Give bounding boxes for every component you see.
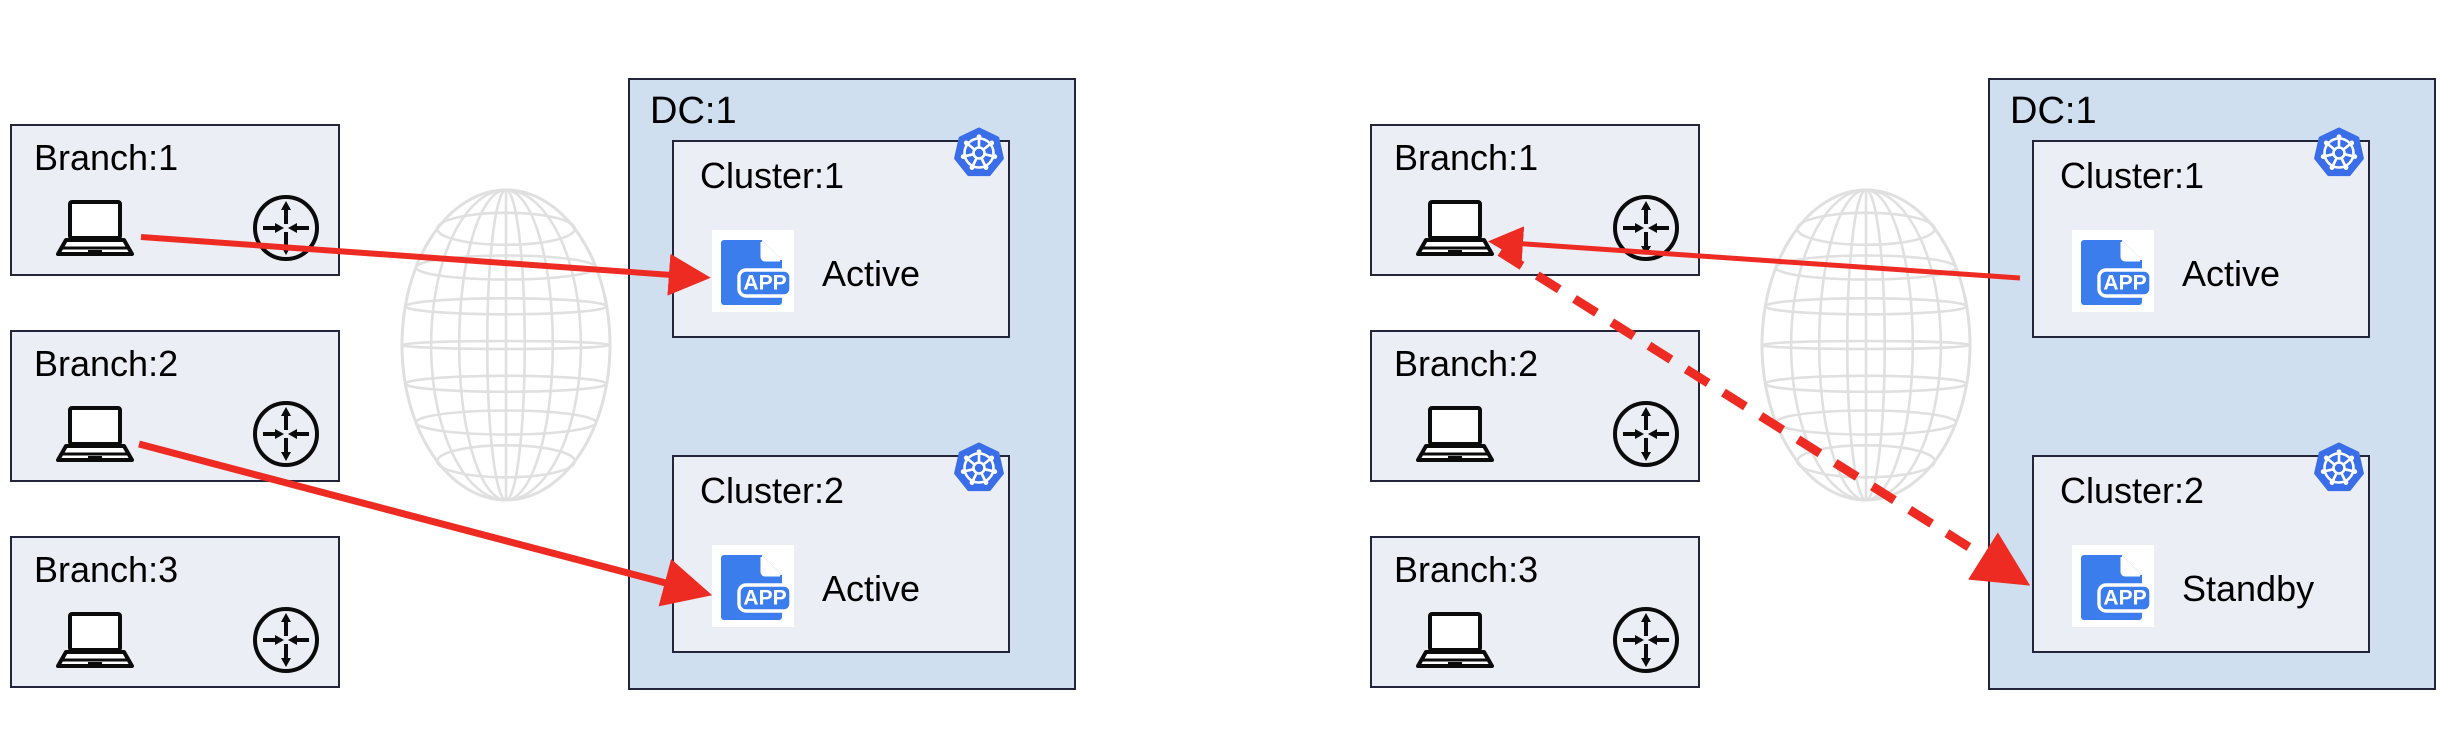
cluster-status-label: Active [822,568,921,609]
cluster-label: Cluster:1 [700,155,845,196]
app-icon: APP [2072,230,2154,312]
branch-label: Branch:2 [1394,343,1539,384]
router-icon [250,604,322,676]
kubernetes-icon [2314,442,2364,493]
app-icon: APP [712,230,794,312]
branch-label: Branch:3 [34,549,179,590]
branch-box[interactable]: Branch:3 [10,536,340,688]
cluster-status-label: Active [822,253,921,294]
cluster-status-label: Standby [2182,568,2315,609]
laptop-icon [56,198,134,260]
branch-box[interactable]: Branch:2 [10,330,340,482]
laptop-icon [1416,610,1494,672]
router-icon [250,192,322,264]
laptop-icon [1416,198,1494,260]
router-icon [1610,192,1682,264]
branch-box[interactable]: Branch:1 [1370,124,1700,276]
router-icon [1610,398,1682,470]
laptop-icon [56,610,134,672]
svg-text:APP: APP [2103,587,2146,610]
app-icon: APP [712,545,794,627]
globe-icon [398,186,614,504]
branch-label: Branch:2 [34,343,179,384]
svg-text:APP: APP [743,587,786,610]
cluster-label: Cluster:2 [700,470,845,511]
kubernetes-icon [2314,127,2364,178]
kubernetes-icon [954,127,1004,178]
laptop-icon [1416,404,1494,466]
app-icon: APP [2072,545,2154,627]
router-icon [1610,604,1682,676]
globe-icon [1758,186,1974,504]
kubernetes-icon [954,442,1004,493]
branch-box[interactable]: Branch:2 [1370,330,1700,482]
svg-text:APP: APP [743,272,786,295]
cluster-label: Cluster:1 [2060,155,2205,196]
cluster-label: Cluster:2 [2060,470,2205,511]
datacenter-label: DC:1 [2010,90,2097,132]
cluster-status-label: Active [2182,253,2281,294]
laptop-icon [56,404,134,466]
branch-label: Branch:1 [34,137,179,178]
datacenter-label: DC:1 [650,90,737,132]
branch-box[interactable]: Branch:3 [1370,536,1700,688]
branch-label: Branch:3 [1394,549,1539,590]
router-icon [250,398,322,470]
branch-box[interactable]: Branch:1 [10,124,340,276]
branch-label: Branch:1 [1394,137,1539,178]
svg-text:APP: APP [2103,272,2146,295]
